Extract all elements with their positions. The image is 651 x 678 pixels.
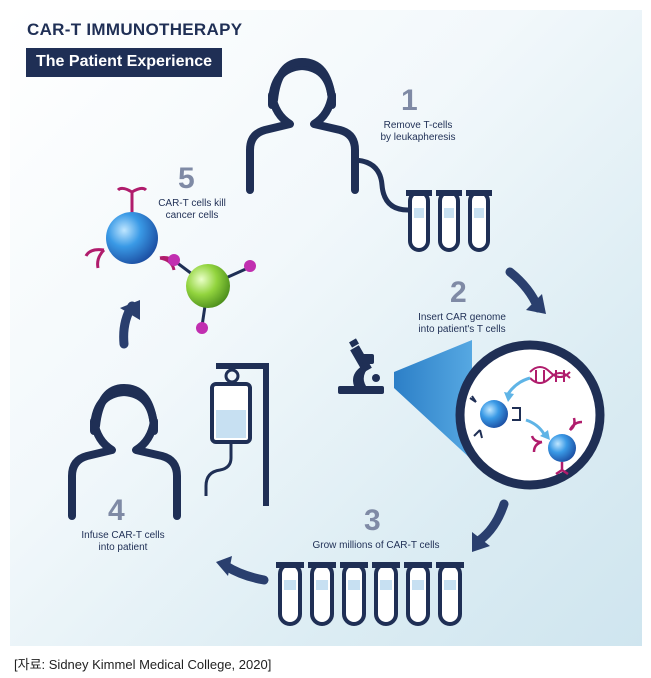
leukapheresis-line — [351, 157, 409, 213]
step-2-label-line2: into patient's T cells — [418, 324, 506, 335]
step-4-label: Infuse CAR-T cells into patient — [68, 530, 178, 554]
cancer-cell-icon — [168, 254, 256, 334]
step-2-label-line1: Insert CAR genome — [418, 312, 506, 323]
microscope-icon — [338, 338, 384, 394]
arrow-icon-4to5 — [119, 300, 140, 349]
magnification-circle — [455, 340, 605, 490]
test-tube-icon — [278, 562, 302, 626]
infographic-figure: CAR-T IMMUNOTHERAPY The Patient Experien… — [10, 10, 642, 646]
step-4-number: 4 — [108, 494, 125, 527]
step-1-number: 1 — [401, 84, 418, 117]
test-tube-icon-step3 — [276, 562, 464, 626]
source-caption: [자료: Sidney Kimmel Medical College, 2020… — [14, 657, 272, 672]
t-cell-icon-inner — [480, 400, 508, 428]
step-4-label-line1: Infuse CAR-T cells — [81, 530, 165, 541]
diagram-title: CAR-T IMMUNOTHERAPY — [27, 20, 243, 39]
test-tube-icon — [310, 562, 334, 626]
test-tube-icon — [374, 562, 398, 626]
dna-icon — [529, 366, 571, 384]
step-2-number: 2 — [450, 276, 467, 309]
step-1-label-line1: Remove T-cells — [383, 120, 453, 131]
step-2-label: Insert CAR genome into patient's T cells — [402, 312, 522, 336]
diagram-subtitle: The Patient Experience — [26, 48, 223, 77]
step-4-label-line2: into patient — [98, 542, 148, 553]
step-3-number: 3 — [364, 504, 381, 537]
microscope-beam — [394, 340, 472, 460]
test-tube-icon — [342, 562, 366, 626]
step-5-label-line1: CAR-T cells kill — [158, 198, 226, 209]
test-tube-icon — [438, 562, 462, 626]
step-5-number: 5 — [178, 162, 195, 195]
step-5-label-line2: cancer cells — [165, 210, 219, 221]
step-3-label-line1: Grow millions of CAR-T cells — [312, 540, 440, 551]
arrow-icon-1to2 — [505, 267, 546, 314]
arrow-icon-2to3 — [472, 499, 509, 552]
patient-person-icon-bottom — [68, 384, 181, 520]
test-tube-icon — [406, 562, 430, 626]
car-t-cell-icon-inner — [548, 434, 576, 462]
car-t-cell-icon — [84, 186, 177, 271]
test-tube-icon-step1 — [406, 190, 492, 252]
step-3-label: Grow millions of CAR-T cells — [286, 540, 466, 552]
iv-bag-icon — [204, 363, 269, 506]
patient-person-icon-top — [246, 58, 359, 194]
diagram-canvas — [68, 58, 605, 626]
step-5-label: CAR-T cells kill cancer cells — [144, 198, 240, 222]
step-1-label-line2: by leukapheresis — [380, 132, 456, 143]
step-1-label: Remove T-cells by leukapheresis — [363, 120, 473, 144]
arrow-icon-3to4 — [216, 556, 269, 585]
